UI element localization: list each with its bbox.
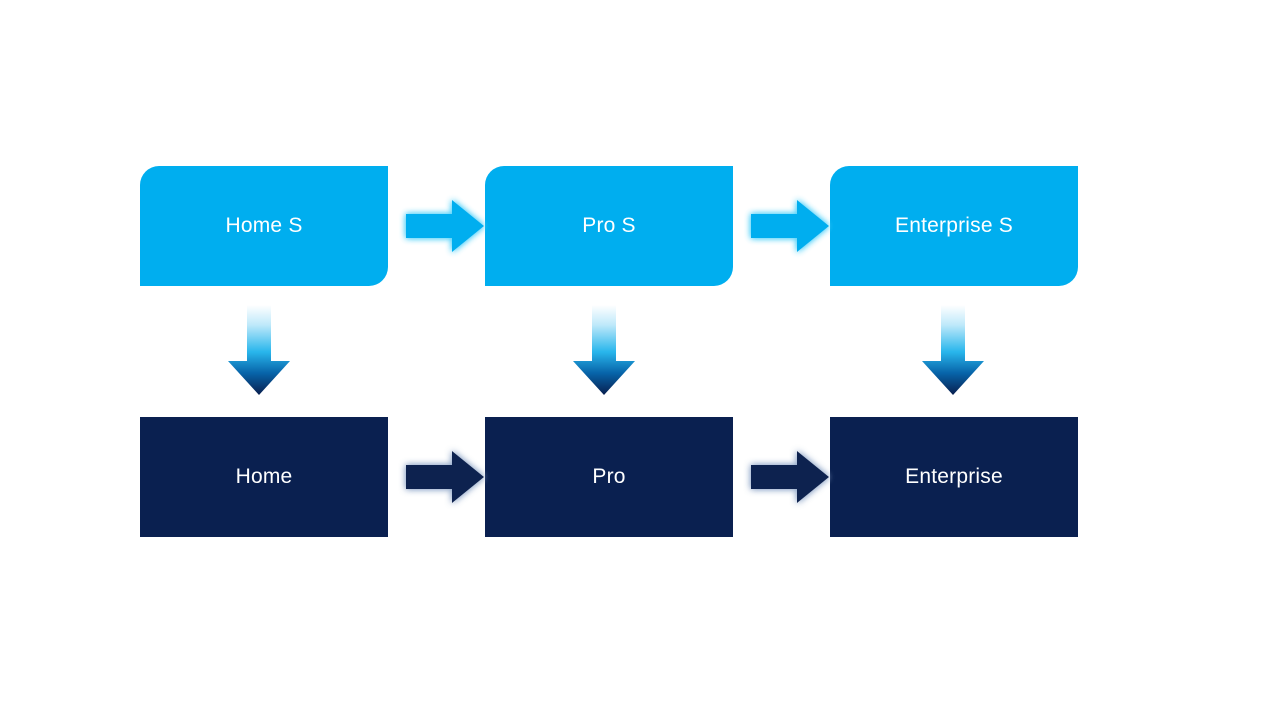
node-home-s-label: Home S xyxy=(225,214,303,238)
node-pro[interactable]: Pro xyxy=(485,417,733,537)
node-pro-s[interactable]: Pro S xyxy=(485,166,733,286)
arrow-down-icon-pro-s-to-pro xyxy=(573,305,635,395)
node-pro-label: Pro xyxy=(592,465,626,489)
node-home-label: Home xyxy=(235,465,293,489)
node-enterprise-label: Enterprise xyxy=(905,465,1003,489)
node-pro-s-label: Pro S xyxy=(582,214,636,238)
arrow-right-icon-pro-s-to-enterprise-s xyxy=(751,198,829,254)
arrow-down-icon-enterprise-s-to-enterprise xyxy=(922,305,984,395)
node-home-s[interactable]: Home S xyxy=(140,166,388,286)
arrow-right-icon-home-s-to-pro-s xyxy=(406,198,484,254)
node-home[interactable]: Home xyxy=(140,417,388,537)
arrow-right-icon-pro-to-enterprise xyxy=(751,449,829,505)
arrow-right-icon-home-to-pro xyxy=(406,449,484,505)
node-enterprise[interactable]: Enterprise xyxy=(830,417,1078,537)
arrow-down-icon-home-s-to-home xyxy=(228,305,290,395)
node-enterprise-s-label: Enterprise S xyxy=(895,214,1013,238)
node-enterprise-s[interactable]: Enterprise S xyxy=(830,166,1078,286)
